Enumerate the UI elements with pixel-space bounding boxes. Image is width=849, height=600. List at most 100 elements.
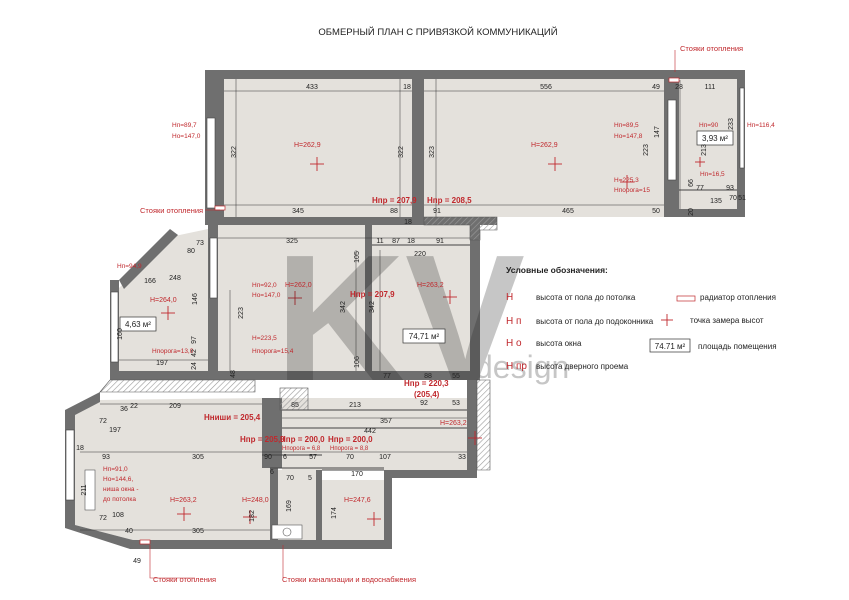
svg-text:Hпорога = 8,8: Hпорога = 8,8	[330, 446, 369, 452]
svg-text:Hп=91,0: Hп=91,0	[103, 466, 128, 473]
svg-text:160: 160	[117, 328, 124, 340]
svg-text:220: 220	[414, 251, 426, 258]
svg-text:70: 70	[729, 195, 737, 202]
window-labels: Hп=89,7 Hо=147,0 Hп=89,5 Hо=147,8 Hп=90 …	[103, 122, 775, 503]
svg-text:H=263,2: H=263,2	[440, 420, 467, 427]
svg-text:90: 90	[264, 454, 272, 461]
svg-text:223: 223	[643, 144, 650, 156]
svg-text:Hпорога=15: Hпорога=15	[614, 187, 650, 194]
svg-text:(205,4): (205,4)	[414, 390, 440, 399]
svg-text:465: 465	[562, 208, 574, 215]
svg-text:53: 53	[452, 400, 460, 407]
svg-text:18: 18	[403, 84, 411, 91]
svg-text:345: 345	[292, 208, 304, 215]
svg-text:24: 24	[191, 362, 198, 370]
svg-text:322: 322	[398, 146, 405, 158]
svg-text:92: 92	[420, 400, 428, 407]
svg-text:H=263,2: H=263,2	[417, 282, 444, 289]
svg-text:72: 72	[99, 418, 107, 425]
area-loggia: 4,63 м²	[125, 320, 151, 329]
svg-text:22: 22	[130, 403, 138, 410]
svg-text:305: 305	[192, 528, 204, 535]
svg-text:36: 36	[120, 406, 128, 413]
svg-text:49: 49	[133, 558, 141, 565]
measure-point	[367, 512, 381, 526]
callout-radiator-bottom: Стояки отопления	[153, 575, 216, 584]
svg-text:70: 70	[286, 475, 294, 482]
svg-text:105: 105	[354, 251, 361, 263]
measure-point	[468, 431, 482, 445]
svg-text:Hп=94,9: Hп=94,9	[117, 263, 142, 270]
legend-title: Условные обозначения:	[506, 265, 608, 275]
svg-text:77: 77	[383, 373, 391, 380]
svg-text:Hпр = 220,3: Hпр = 220,3	[404, 379, 449, 388]
watermark: KV design	[275, 218, 569, 419]
svg-text:77: 77	[696, 185, 704, 192]
svg-text:H=247,6: H=247,6	[344, 497, 371, 504]
svg-text:H=262,0: H=262,0	[285, 282, 312, 289]
svg-text:Hниши = 205,4: Hниши = 205,4	[204, 413, 261, 422]
svg-text:42: 42	[191, 349, 198, 357]
legend-text-area: площадь помещения	[698, 342, 777, 351]
legend-measure-point	[661, 314, 673, 326]
svg-text:Hо=147,8: Hо=147,8	[614, 133, 643, 140]
svg-text:305: 305	[192, 454, 204, 461]
svg-text:18: 18	[404, 219, 412, 226]
svg-text:166: 166	[144, 278, 156, 285]
dimension-lines	[80, 79, 681, 531]
measure-point	[620, 175, 634, 189]
svg-text:H=262,9: H=262,9	[294, 142, 321, 149]
svg-text:Hпорога=15,4: Hпорога=15,4	[252, 348, 294, 355]
svg-text:Hп=90: Hп=90	[699, 122, 719, 129]
svg-text:182: 182	[249, 510, 256, 522]
threshold-labels: Hпорога = 6,8 Hпорога = 8,8	[282, 446, 369, 452]
svg-text:Hо=147,0: Hо=147,0	[252, 292, 281, 299]
svg-text:Hпорога=13,0: Hпорога=13,0	[152, 348, 194, 355]
svg-text:88: 88	[390, 208, 398, 215]
svg-text:Hо=147,0: Hо=147,0	[172, 133, 201, 140]
svg-text:170: 170	[351, 471, 363, 478]
svg-text:Hпр = 207,9: Hпр = 207,9	[372, 196, 417, 205]
svg-text:88: 88	[424, 373, 432, 380]
svg-text:49: 49	[652, 84, 660, 91]
svg-text:H=223,5: H=223,5	[252, 335, 277, 342]
svg-text:Hпр = 205,0: Hпр = 205,0	[240, 435, 285, 444]
svg-text:Hп=16,5: Hп=16,5	[700, 171, 725, 178]
kitchen-utility	[84, 469, 303, 540]
svg-text:5: 5	[308, 475, 312, 482]
svg-text:97: 97	[191, 336, 198, 344]
svg-text:147: 147	[654, 126, 661, 138]
svg-text:H=225,3: H=225,3	[614, 177, 639, 184]
svg-text:342: 342	[340, 301, 347, 313]
measure-point	[443, 290, 457, 304]
svg-text:233: 233	[728, 118, 735, 130]
svg-text:6: 6	[270, 469, 274, 476]
svg-text:72: 72	[99, 515, 107, 522]
legend-sym-h: H	[506, 292, 513, 303]
measure-point	[161, 306, 175, 320]
legend-sym-hpr: H пр	[506, 361, 527, 372]
svg-text:108: 108	[112, 512, 124, 519]
svg-text:Hп=92,0: Hп=92,0	[252, 282, 277, 289]
svg-text:Hп=116,4: Hп=116,4	[747, 122, 775, 129]
hatched-walls	[99, 216, 498, 471]
radiators	[139, 77, 696, 545]
svg-text:135: 135	[710, 198, 722, 205]
legend-text-ho: высота окна	[536, 339, 582, 348]
svg-text:11: 11	[376, 238, 383, 245]
svg-text:556: 556	[540, 84, 552, 91]
svg-text:107: 107	[379, 454, 391, 461]
svg-text:H=262,9: H=262,9	[531, 142, 558, 149]
svg-text:66: 66	[688, 179, 695, 187]
svg-text:146: 146	[192, 293, 199, 305]
svg-text:85: 85	[291, 402, 299, 409]
svg-text:51: 51	[738, 195, 746, 202]
legend-text-hp: высота от пола до подоконника	[536, 317, 654, 326]
svg-text:442: 442	[364, 428, 376, 435]
svg-text:197: 197	[109, 427, 121, 434]
svg-text:28: 28	[675, 84, 683, 91]
svg-text:197: 197	[156, 360, 168, 367]
svg-text:322: 322	[231, 146, 238, 158]
svg-text:211: 211	[81, 484, 88, 495]
svg-text:33: 33	[458, 454, 466, 461]
